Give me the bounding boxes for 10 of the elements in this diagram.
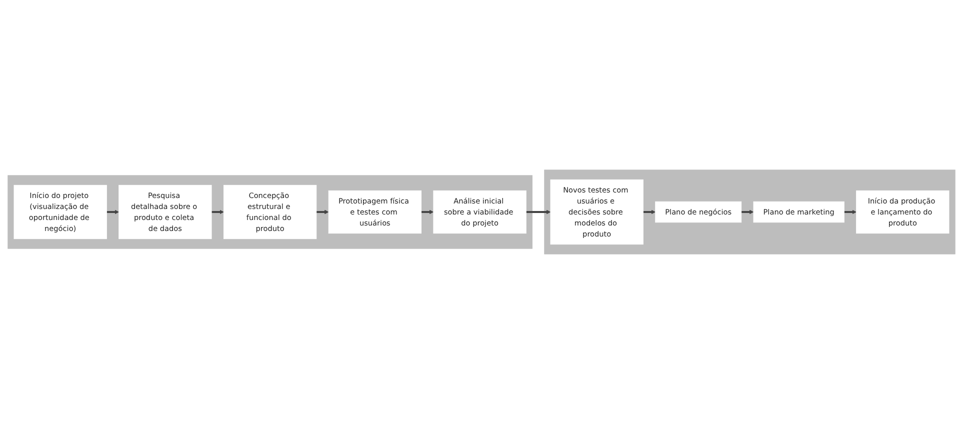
arrow (212, 210, 224, 214)
arrow (316, 210, 329, 214)
cluster (544, 170, 956, 254)
arrow (526, 210, 551, 214)
arrow (421, 210, 434, 214)
arrow (741, 210, 754, 214)
cluster (8, 175, 532, 249)
arrow (844, 210, 857, 214)
arrow (643, 210, 656, 214)
arrow (106, 210, 120, 214)
